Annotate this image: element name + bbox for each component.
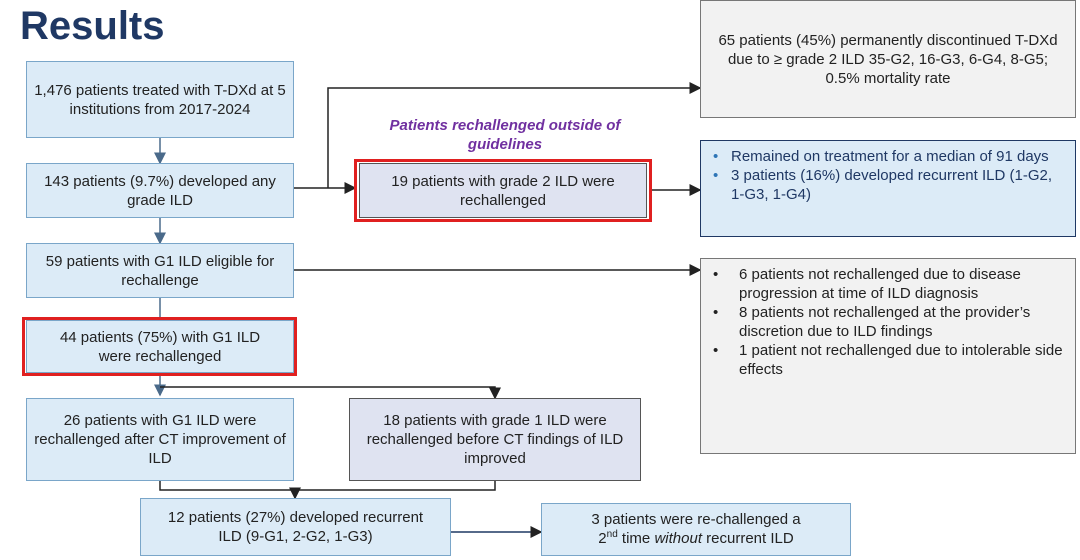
before-ct-text: 18 patients with grade 1 ILD were rechal… (366, 412, 624, 467)
connector-merge-right (295, 481, 496, 491)
developed-ild-box: 143 patients (9.7%) developed any grade … (26, 163, 294, 218)
grade2-outcomes-box: Remained on treatment for a median of 91… (700, 140, 1076, 237)
ordinal-suffix: nd (606, 529, 618, 540)
connector-to-discontinued (327, 82, 702, 188)
grade2-rechallenged-text: 19 patients with grade 2 ILD were rechal… (391, 172, 615, 209)
connector-split-before-ct (160, 386, 501, 400)
g1-rechallenged-box: 44 patients (75%) with G1 ILD were recha… (26, 320, 294, 373)
recurrent-box: 12 patients (27%) developed recurrent IL… (140, 498, 451, 556)
after-ct-box: 26 patients with G1 ILD were rechallenge… (26, 398, 294, 481)
outcome-item: Remained on treatment for a median of 91… (709, 147, 1067, 166)
not-rechallenged-item: 1 patient not rechallenged due to intole… (709, 341, 1067, 379)
page-title: Results (20, 4, 165, 48)
after-ct-text: 26 patients with G1 ILD were rechallenge… (34, 412, 286, 467)
not-rechallenged-list: 6 patients not rechallenged due to disea… (709, 265, 1067, 379)
outside-guidelines-label: Patients rechallenged outside of guideli… (389, 117, 621, 153)
rechallenged-2nd-suffix: recurrent ILD (701, 530, 794, 547)
before-ct-box: 18 patients with grade 1 ILD were rechal… (349, 398, 641, 481)
grade2-rechallenged-box: 19 patients with grade 2 ILD were rechal… (359, 163, 647, 218)
rechallenged-2nd-middle: time (617, 530, 655, 547)
outcome-item: 3 patients (16%) developed recurrent ILD… (709, 166, 1067, 204)
rechallenged-2nd-line2: 2nd time without recurrent ILD (548, 529, 844, 548)
not-rechallenged-box: 6 patients not rechallenged due to disea… (700, 258, 1076, 454)
g1-rechallenged-text: 44 patients (75%) with G1 ILD were recha… (59, 328, 261, 365)
treated-text: 1,476 patients treated with T-DXd at 5 i… (34, 81, 286, 118)
g1-eligible-text: 59 patients with G1 ILD eligible for rec… (45, 252, 275, 289)
discontinued-box: 65 patients (45%) permanently discontinu… (700, 0, 1076, 118)
ordinal-number: 2 (598, 530, 607, 547)
recurrent-text: 12 patients (27%) developed recurrent IL… (167, 509, 424, 545)
developed-ild-text: 143 patients (9.7%) developed any grade … (44, 172, 276, 209)
highlight-frame-grade2 (354, 159, 652, 222)
treated-box: 1,476 patients treated with T-DXd at 5 i… (26, 61, 294, 138)
highlight-frame-g1-rechallenged (22, 317, 297, 376)
rechallenged-2nd-box: 3 patients were re-challenged a 2nd time… (541, 503, 851, 556)
grade2-outcomes-list: Remained on treatment for a median of 91… (709, 147, 1067, 204)
rechallenged-2nd-italic: without (654, 530, 702, 547)
discontinued-text: 65 patients (45%) permanently discontinu… (718, 31, 1058, 87)
not-rechallenged-item: 8 patients not rechallenged at the provi… (709, 303, 1067, 341)
g1-eligible-box: 59 patients with G1 ILD eligible for rec… (26, 243, 294, 298)
connector-merge-left (159, 481, 295, 491)
not-rechallenged-item: 6 patients not rechallenged due to disea… (709, 265, 1067, 303)
rechallenged-2nd-line1: 3 patients were re-challenged a (591, 511, 801, 528)
